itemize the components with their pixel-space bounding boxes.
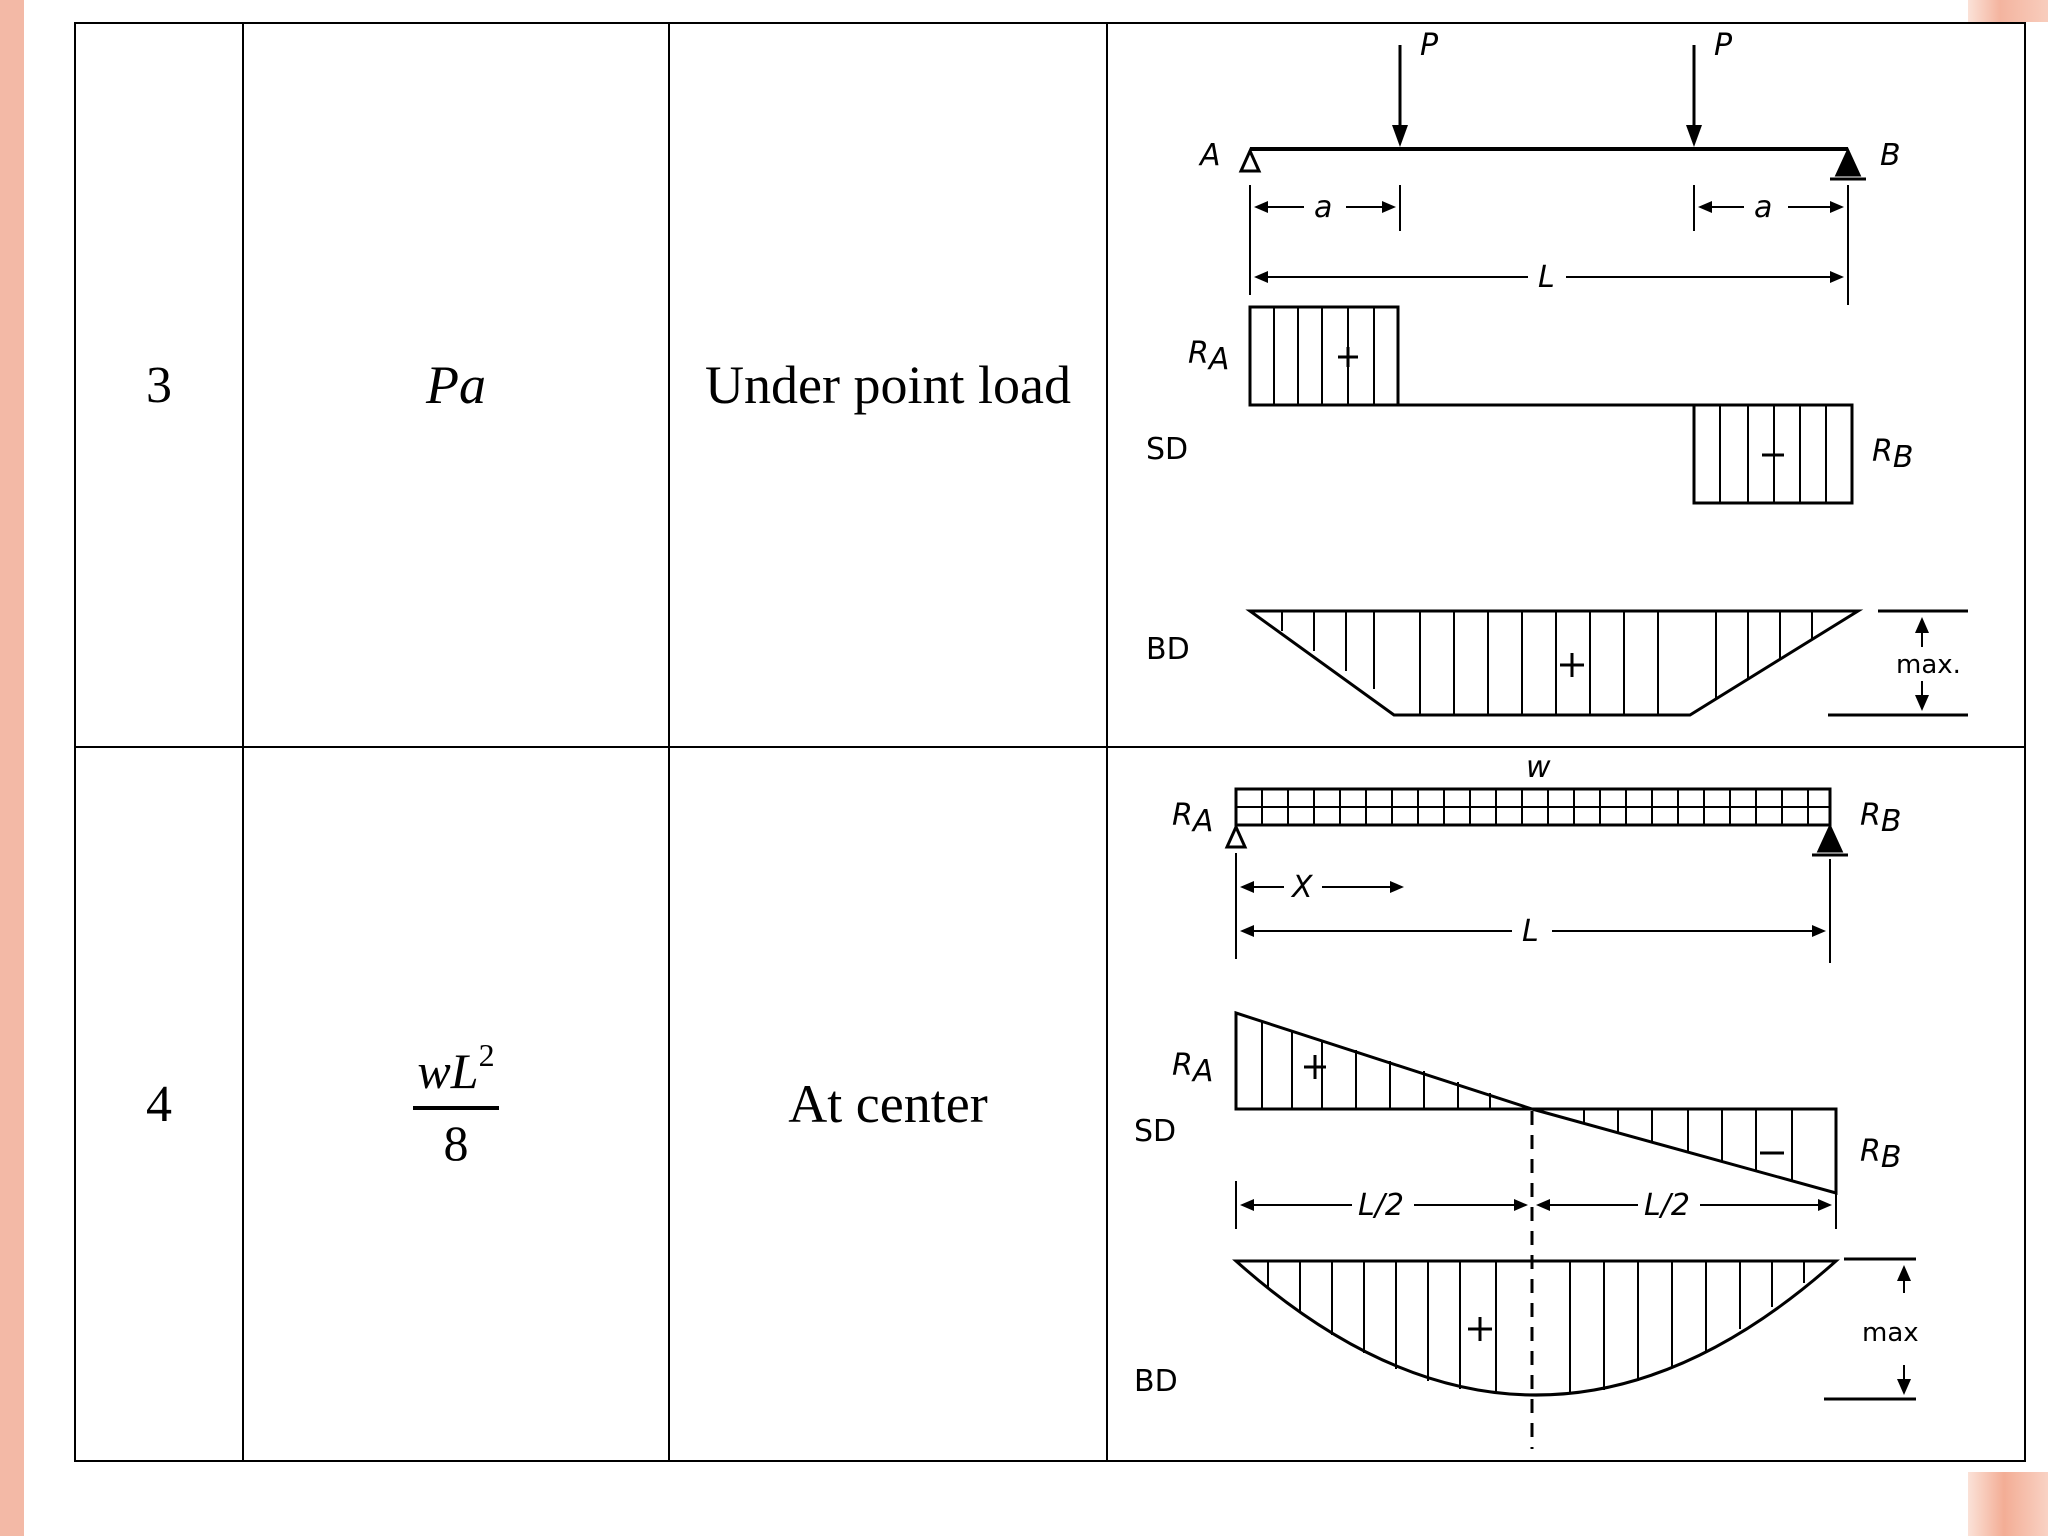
dim-x: X xyxy=(1290,870,1314,905)
roller-support-right xyxy=(1834,147,1862,177)
two-point-load-beam-diagram: P P A B a a L RA SD RB BD max. xyxy=(1146,28,1968,717)
bending-diagram xyxy=(1232,1259,1840,1397)
max-label: max xyxy=(1862,1318,1919,1348)
shear-reaction-left: RA xyxy=(1172,1048,1213,1089)
row-number: 4 xyxy=(74,746,244,1462)
max-moment-formula: wL2 8 xyxy=(242,746,670,1462)
roller-support-right xyxy=(1816,823,1844,853)
max-moment-location: At center xyxy=(668,746,1108,1462)
slide-border-left xyxy=(0,0,24,1536)
dim-half-left: L/2 xyxy=(1358,1188,1404,1223)
load-label-right: P xyxy=(1714,28,1733,63)
support-label-a: A xyxy=(1198,138,1221,173)
shear-diagram-label: SD xyxy=(1134,1114,1176,1149)
beam-diagram-cell: P P A B a a L RA SD RB BD max. xyxy=(1106,22,2026,748)
bending-diagram-label: BD xyxy=(1146,632,1190,667)
max-label: max. xyxy=(1896,650,1961,680)
bending-diagram xyxy=(1245,609,1864,717)
pin-support-left xyxy=(1238,147,1262,173)
udl-label-w: w xyxy=(1526,750,1551,785)
beam-moment-table: 3 Pa Under point load xyxy=(74,22,2026,1462)
udl-beam-diagram: w RA RB X L RA SD RB L/2 L/2 BD max xyxy=(1134,750,1919,1449)
slide-decoration-bottom-right xyxy=(1968,1472,2048,1536)
load-label-left: P xyxy=(1420,28,1439,63)
table-row: 3 Pa Under point load xyxy=(74,22,2026,748)
table-row: 4 wL2 8 At center xyxy=(74,746,2026,1462)
support-label-b: B xyxy=(1880,138,1901,173)
dim-a-right: a xyxy=(1754,190,1772,225)
shear-reaction-right: RB xyxy=(1872,434,1913,475)
dim-a-left: a xyxy=(1314,190,1332,225)
fraction: wL2 8 xyxy=(413,1037,499,1172)
max-moment-location: Under point load xyxy=(668,22,1108,748)
beam-diagram-cell: w RA RB X L RA SD RB L/2 L/2 BD max xyxy=(1106,746,2026,1462)
dim-span-l: L xyxy=(1522,914,1539,949)
bending-diagram-label: BD xyxy=(1134,1364,1178,1399)
reaction-left: RA xyxy=(1172,798,1213,839)
row-number: 3 xyxy=(74,22,244,748)
dim-half-right: L/2 xyxy=(1644,1188,1690,1223)
shear-reaction-right: RB xyxy=(1860,1134,1901,1175)
max-moment-formula: Pa xyxy=(242,22,670,748)
shear-diagram-label: SD xyxy=(1146,432,1188,467)
pin-support-left xyxy=(1224,823,1248,849)
reaction-right: RB xyxy=(1860,798,1901,839)
slide-decoration-top-right xyxy=(1968,0,2048,22)
shear-reaction-left: RA xyxy=(1188,336,1229,377)
shear-diagram xyxy=(1248,305,1854,505)
dim-span-l: L xyxy=(1538,260,1555,295)
shear-diagram xyxy=(1234,1010,1838,1195)
